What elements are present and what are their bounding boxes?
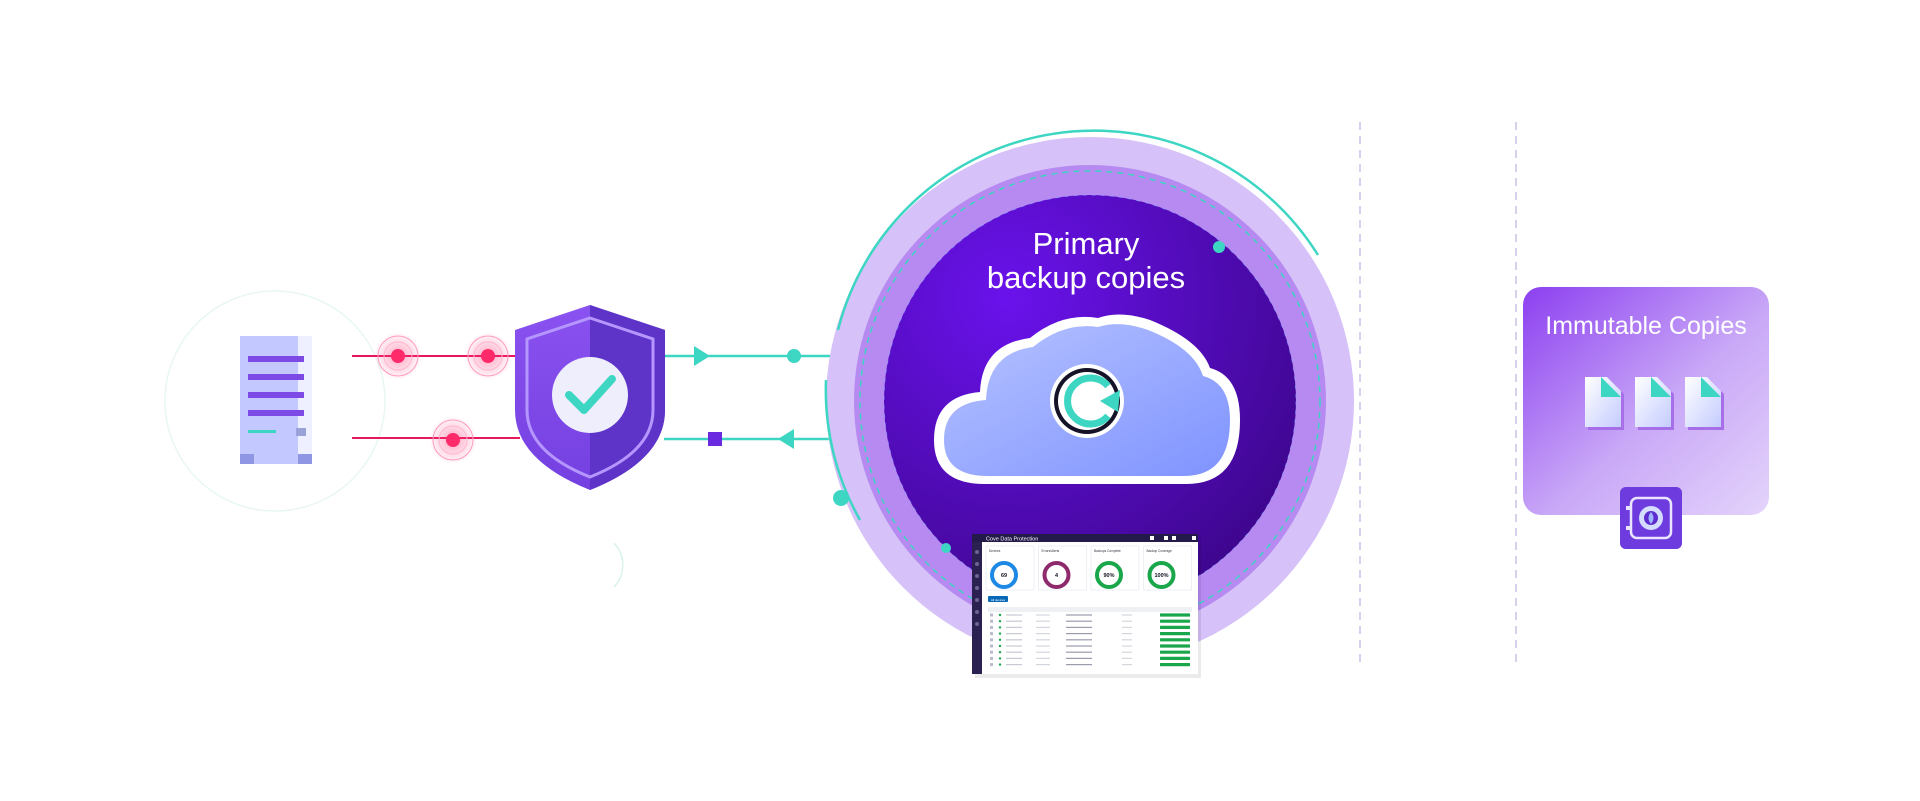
stat-donut	[1095, 561, 1123, 589]
stat-card: Backups Complete 90%	[1090, 545, 1140, 591]
stat-label: Backup Coverage	[1147, 549, 1173, 553]
list-filter-label: All devices	[991, 598, 1006, 602]
primary-title-line2: backup copies	[987, 260, 1185, 295]
table-row	[990, 650, 1190, 654]
inner-ring-dashes	[883, 194, 1297, 608]
arrow-left-icon	[778, 429, 794, 449]
sidebar-icon	[975, 550, 979, 626]
stat-card: Backup Coverage 100%	[1143, 545, 1192, 591]
menu-icon	[1192, 536, 1196, 540]
stat-cards: Devices 69 Errors/Alerts 4 Backups Complete 9…	[985, 545, 1192, 591]
table-header	[988, 607, 1192, 612]
stat-value: 4	[1055, 573, 1059, 579]
table-row	[990, 656, 1190, 660]
decorative-arc	[613, 542, 624, 588]
dashboard-sidebar	[972, 542, 982, 674]
server-backdrop-circle	[164, 290, 386, 512]
orbit-dot	[1213, 241, 1225, 253]
list-filter-button	[988, 596, 1008, 602]
help-icon	[1164, 536, 1168, 540]
dashboard-card: Cove Data Protection Devices 69 Errors/Ale…	[972, 534, 1201, 678]
dashboard-titlebar	[972, 534, 1198, 542]
table-row	[990, 619, 1190, 623]
document-icon	[1685, 377, 1724, 430]
table-row	[990, 644, 1190, 648]
stat-label: Errors/Alerts	[1042, 549, 1060, 553]
backup-refresh-icon	[1050, 364, 1124, 438]
primary-title-line1: Primary	[1033, 226, 1140, 261]
middle-ring-dashes	[859, 170, 1321, 632]
orbit-dot	[941, 543, 951, 553]
table-row	[990, 663, 1190, 667]
immutable-title: Immutable Copies	[1545, 312, 1746, 340]
search-icon	[1150, 536, 1154, 540]
stat-card: Errors/Alerts 4	[1038, 545, 1087, 591]
table-row	[990, 632, 1190, 636]
stat-label: Backups Complete	[1094, 549, 1121, 553]
stat-value: 100%	[1154, 573, 1168, 579]
threat-pulse-icon	[429, 416, 477, 464]
stat-donut	[1147, 561, 1176, 589]
threat-pulse-icon	[374, 332, 422, 380]
connector-square	[708, 432, 722, 446]
outer-ring-arc-left	[824, 379, 862, 521]
server-icon	[240, 336, 312, 464]
orbit-dot	[833, 490, 849, 506]
stat-label: Devices	[989, 549, 1001, 553]
table-row	[990, 638, 1190, 642]
stat-donut	[990, 561, 1018, 589]
threat-pulse-icon	[464, 332, 512, 380]
outer-ring-arc	[836, 129, 1320, 331]
device-table	[990, 613, 1190, 667]
user-icon	[1172, 536, 1176, 540]
vault-icon	[1620, 487, 1682, 549]
stat-value: 90%	[1103, 573, 1114, 579]
table-row	[990, 613, 1190, 617]
table-row	[990, 625, 1190, 629]
dashboard-app-title: Cove Data Protection	[986, 537, 1038, 543]
document-stack	[1585, 377, 1724, 430]
arrow-right-icon	[694, 346, 710, 366]
stat-card: Devices 69	[985, 545, 1035, 591]
document-icon	[1635, 377, 1674, 430]
stat-donut	[1042, 561, 1071, 589]
stat-value: 69	[1001, 573, 1007, 579]
connector-dot	[787, 349, 801, 363]
document-icon	[1585, 377, 1624, 430]
shield-check-icon	[515, 305, 665, 490]
